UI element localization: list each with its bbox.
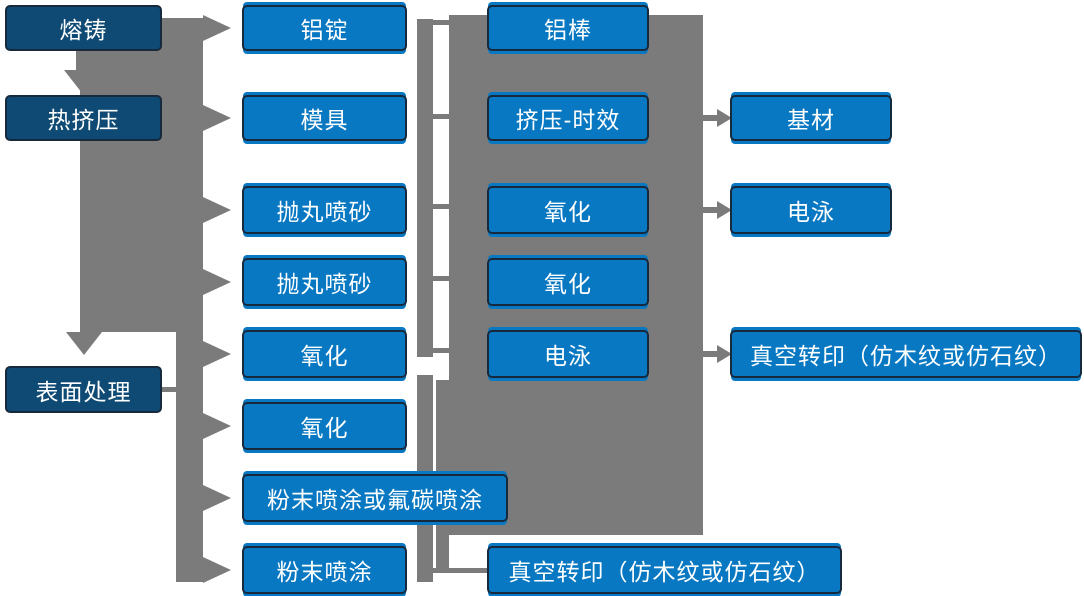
connector-right-shaft-base-material xyxy=(703,115,717,121)
arrow-right-icon-row5 xyxy=(203,341,231,367)
node-surface-treatment: 表面处理 xyxy=(5,366,162,413)
node-extrusion-aging: 挤压-时效 xyxy=(487,95,649,141)
arrow-right-icon-row6 xyxy=(203,413,231,439)
node-mold: 模具 xyxy=(242,95,407,141)
arrow-right-icon-row1 xyxy=(203,15,231,41)
node-shot-blasting-2: 抛丸喷砂 xyxy=(242,258,407,306)
node-vacuum-transfer-2: 真空转印（仿木纹或仿石纹） xyxy=(730,330,1082,378)
node-vacuum-transfer-1: 真空转印（仿木纹或仿石纹） xyxy=(487,546,842,594)
node-oxidation-2: 氧化 xyxy=(242,402,407,450)
connector-mid-stub-row4 xyxy=(433,276,449,281)
connector-surface-treatment-stub xyxy=(162,387,178,392)
arrow-right-icon-electrophoresis xyxy=(717,201,732,219)
connector-left-trunk xyxy=(176,332,203,582)
arrow-right-icon-row8 xyxy=(203,557,231,583)
arrow-right-icon-base-material xyxy=(717,109,732,127)
connector-mid-stub-row1 xyxy=(433,20,449,25)
node-base-material: 基材 xyxy=(730,95,892,141)
node-powder-or-fluorocarbon-coating: 粉末喷涂或氟碳喷涂 xyxy=(242,474,508,522)
node-oxidation-1: 氧化 xyxy=(242,330,407,378)
node-aluminum-rod: 铝棒 xyxy=(487,5,649,51)
arrow-right-icon-row4 xyxy=(203,269,231,295)
arrow-right-icon-row2 xyxy=(203,105,231,131)
node-hot-extrusion: 热挤压 xyxy=(5,95,162,141)
arrow-down-icon-1 xyxy=(64,70,100,93)
connector-right-shaft-vacuum-transfer xyxy=(703,351,717,357)
node-oxidation-3: 氧化 xyxy=(487,186,649,234)
node-powder-coating: 粉末喷涂 xyxy=(242,546,407,594)
connector-left-block xyxy=(80,18,203,332)
node-electrophoresis-1: 电泳 xyxy=(487,330,649,378)
node-aluminum-ingot: 铝锭 xyxy=(242,5,407,51)
node-electrophoresis-2: 电泳 xyxy=(730,186,892,234)
connector-mid-stub-row3 xyxy=(433,204,449,209)
connector-mid-stub-row5 xyxy=(433,348,449,353)
connector-down-shaft-1 xyxy=(76,51,89,72)
arrow-right-icon-vacuum-transfer xyxy=(717,345,732,363)
connector-right-shaft-electrophoresis xyxy=(703,207,717,213)
connector-mid-bar-upper xyxy=(417,19,433,357)
node-melting-casting: 熔铸 xyxy=(5,5,162,51)
arrow-right-icon-row7 xyxy=(203,485,231,511)
connector-mid-stub-row8 xyxy=(430,568,487,573)
node-oxidation-4: 氧化 xyxy=(487,258,649,306)
node-shot-blasting-1: 抛丸喷砂 xyxy=(242,186,407,234)
arrow-down-icon-2 xyxy=(66,332,102,355)
connector-mid-stub-row2 xyxy=(433,114,449,119)
arrow-right-icon-row3 xyxy=(203,197,231,223)
